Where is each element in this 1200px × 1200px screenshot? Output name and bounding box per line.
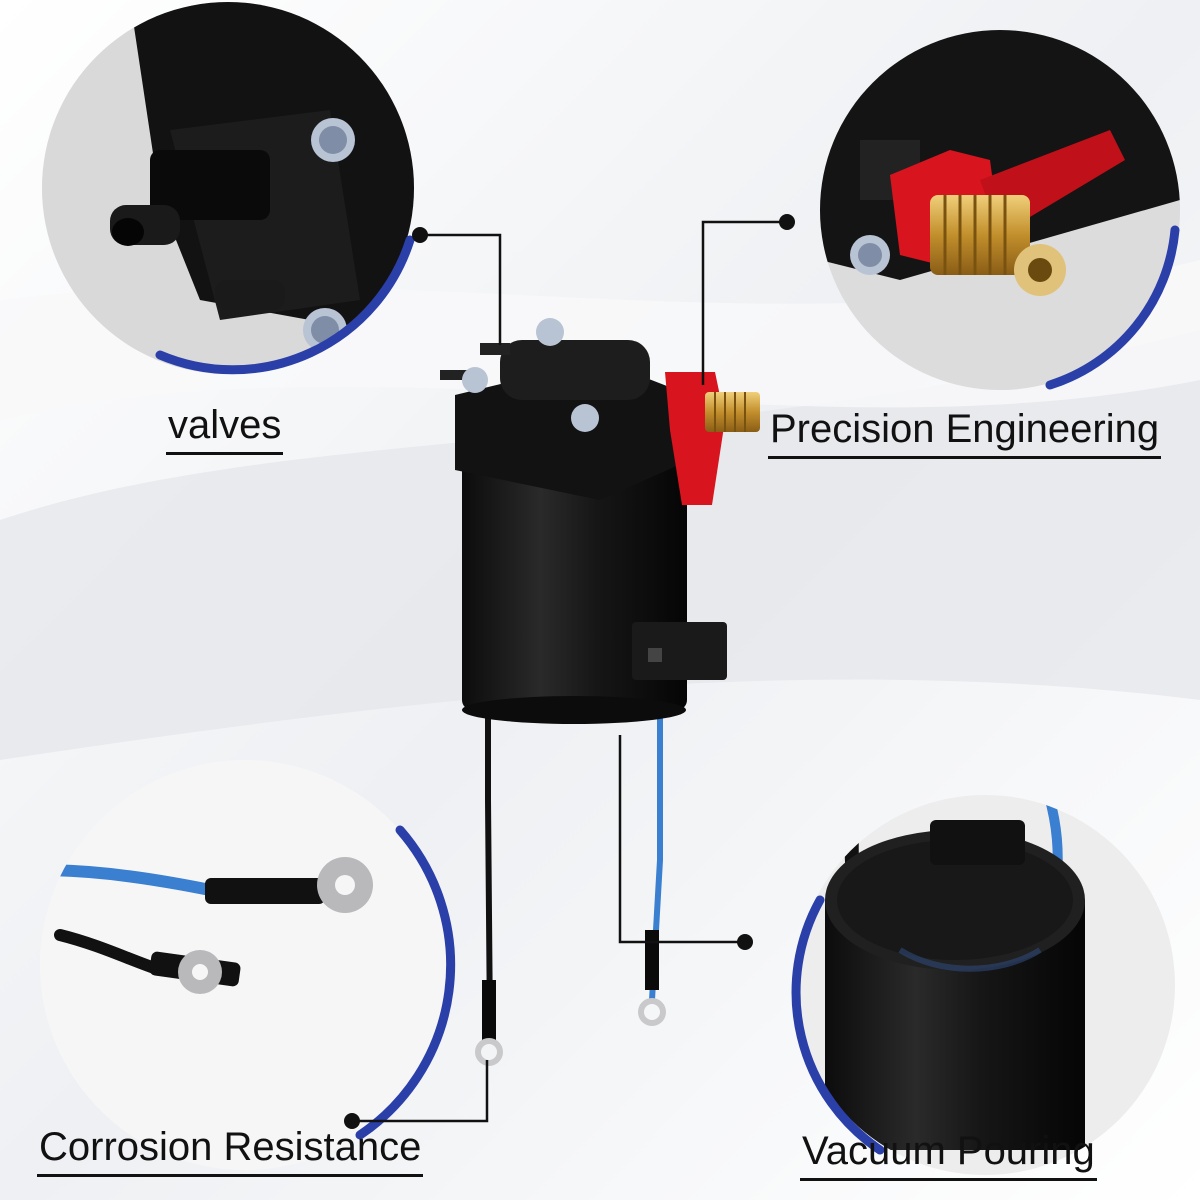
label-vacuum-pouring: Vacuum Pouring [800, 1128, 1097, 1181]
detail-circle-valves [42, 2, 415, 375]
callout-vacuum [618, 735, 745, 944]
callout-dot-vacuum [737, 934, 753, 950]
callout-precision [701, 220, 787, 385]
detail-circle-precision [820, 30, 1180, 390]
pump-product [440, 318, 760, 1066]
label-valves: valves [166, 402, 284, 455]
detail-circle-corrosion [40, 760, 456, 1170]
callout-dot-valves [412, 227, 428, 243]
callout-dot-precision [779, 214, 795, 230]
detail-circle-vacuum [791, 795, 1175, 1175]
label-corrosion-resistance: Corrosion Resistance [37, 1124, 424, 1177]
callout-valves [420, 233, 502, 345]
label-precision-engineering: Precision Engineering [768, 406, 1162, 459]
callout-corrosion [352, 1060, 489, 1123]
callout-dot-corrosion [344, 1113, 360, 1129]
